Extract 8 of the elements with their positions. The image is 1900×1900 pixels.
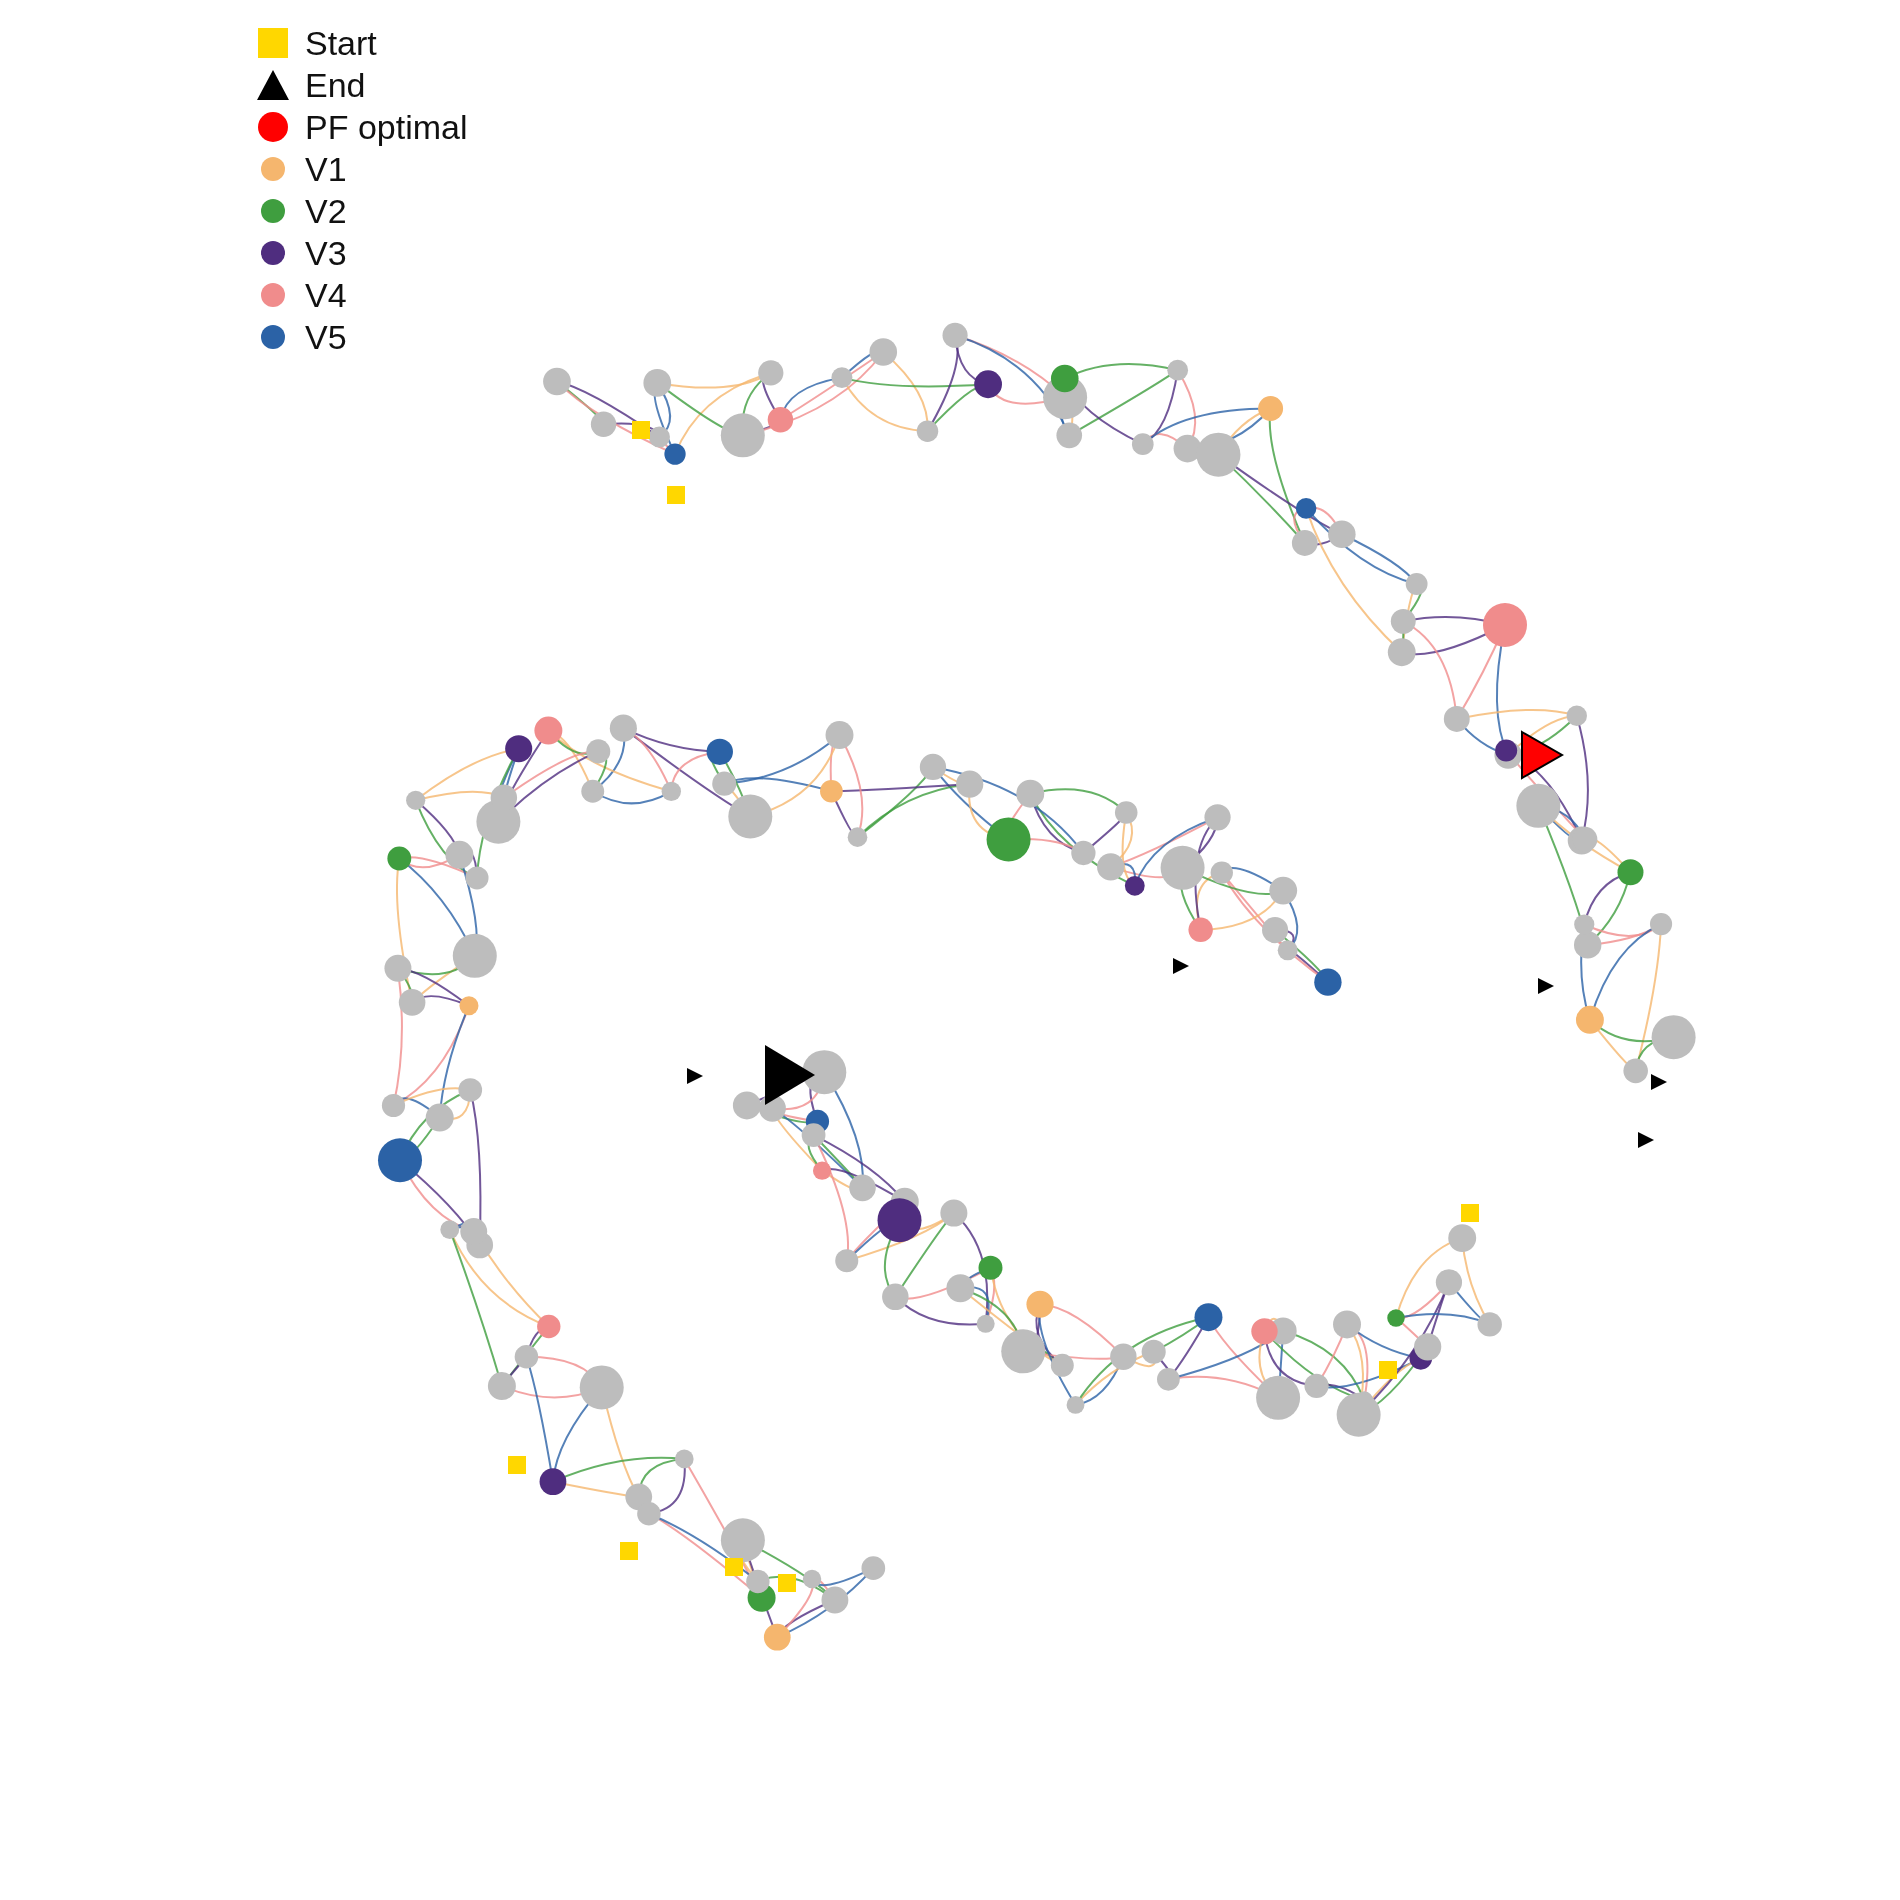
legend-label: Start — [305, 23, 377, 63]
legend-label: V4 — [305, 275, 347, 315]
legend-label: V2 — [305, 191, 347, 231]
legend-label: V1 — [305, 149, 347, 189]
legend-label: V5 — [305, 317, 347, 357]
legend-label: PF optimal — [305, 107, 468, 147]
legend-label: V3 — [305, 233, 347, 273]
legend-label: End — [305, 65, 366, 105]
